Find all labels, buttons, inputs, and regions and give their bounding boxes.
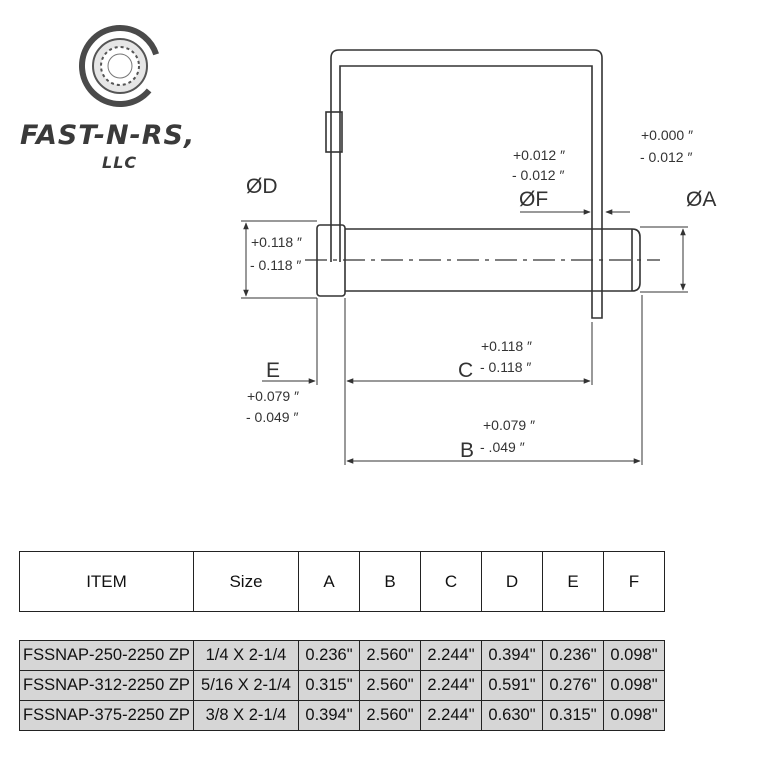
cell-F: 0.098" <box>603 640 665 671</box>
cell-B: 2.560" <box>359 700 421 731</box>
tolerance-D-plus: +0.118 ″ <box>251 234 302 250</box>
label-A: ØA <box>686 188 716 211</box>
tolerance-E-plus: +0.079 ″ <box>247 388 299 404</box>
cell-size: 5/16 X 2-1/4 <box>193 670 299 701</box>
tolerance-B-plus: +0.079 ″ <box>483 417 535 433</box>
cell-C: 2.244" <box>420 640 482 671</box>
cell-F: 0.098" <box>603 670 665 701</box>
spec-table-data: FSSNAP-250-2250 ZP 1/4 X 2-1/4 0.236" 2.… <box>19 640 665 731</box>
header-F: F <box>603 551 665 612</box>
cell-size: 3/8 X 2-1/4 <box>193 700 299 731</box>
table-row: FSSNAP-250-2250 ZP 1/4 X 2-1/4 0.236" 2.… <box>19 640 665 671</box>
cell-A: 0.315" <box>298 670 360 701</box>
cell-item: FSSNAP-312-2250 ZP <box>19 670 194 701</box>
wire-sleeve <box>325 111 343 153</box>
cell-C: 2.244" <box>420 700 482 731</box>
cell-B: 2.560" <box>359 670 421 701</box>
brand-suffix: LLC <box>102 153 138 172</box>
wire-loop <box>330 49 603 319</box>
tolerance-A-plus: +0.000 ″ <box>641 127 693 143</box>
label-F: ØF <box>519 188 548 211</box>
cell-F: 0.098" <box>603 700 665 731</box>
table-row: FSSNAP-375-2250 ZP 3/8 X 2-1/4 0.394" 2.… <box>19 700 665 731</box>
cell-D: 0.630" <box>481 700 543 731</box>
cell-E: 0.276" <box>542 670 604 701</box>
cell-item: FSSNAP-250-2250 ZP <box>19 640 194 671</box>
header-B: B <box>359 551 421 612</box>
header-size: Size <box>193 551 299 612</box>
brand-name: FAST-N-RS, <box>20 120 196 151</box>
tolerance-C-plus: +0.118 ″ <box>481 338 532 354</box>
label-B: B <box>460 439 474 462</box>
header-D: D <box>481 551 543 612</box>
cell-size: 1/4 X 2-1/4 <box>193 640 299 671</box>
tolerance-D-minus: - 0.118 ″ <box>250 257 301 273</box>
header-row: ITEM Size A B C D E F <box>19 551 665 612</box>
header-item: ITEM <box>19 551 194 612</box>
cell-item: FSSNAP-375-2250 ZP <box>19 700 194 731</box>
cell-E: 0.236" <box>542 640 604 671</box>
tolerance-F-plus: +0.012 ″ <box>513 147 565 163</box>
cell-C: 2.244" <box>420 670 482 701</box>
company-logo: FAST-N-RS, LLC <box>14 22 224 182</box>
tolerance-B-minus: - .049 ″ <box>480 439 525 455</box>
label-C: C <box>458 359 473 382</box>
cell-A: 0.394" <box>298 700 360 731</box>
tolerance-F-minus: - 0.012 ″ <box>512 167 564 183</box>
cell-D: 0.591" <box>481 670 543 701</box>
header-C: C <box>420 551 482 612</box>
cell-D: 0.394" <box>481 640 543 671</box>
spec-table-header: ITEM Size A B C D E F <box>19 551 665 612</box>
cell-E: 0.315" <box>542 700 604 731</box>
tolerance-C-minus: - 0.118 ″ <box>480 359 531 375</box>
label-D: ØD <box>246 175 278 198</box>
cell-B: 2.560" <box>359 640 421 671</box>
cell-A: 0.236" <box>298 640 360 671</box>
label-E: E <box>266 359 280 382</box>
table-row: FSSNAP-312-2250 ZP 5/16 X 2-1/4 0.315" 2… <box>19 670 665 701</box>
header-A: A <box>298 551 360 612</box>
retaining-ring-icon <box>79 25 161 107</box>
tolerance-A-minus: - 0.012 ″ <box>640 149 692 165</box>
tolerance-E-minus: - 0.049 ″ <box>246 409 298 425</box>
header-E: E <box>542 551 604 612</box>
